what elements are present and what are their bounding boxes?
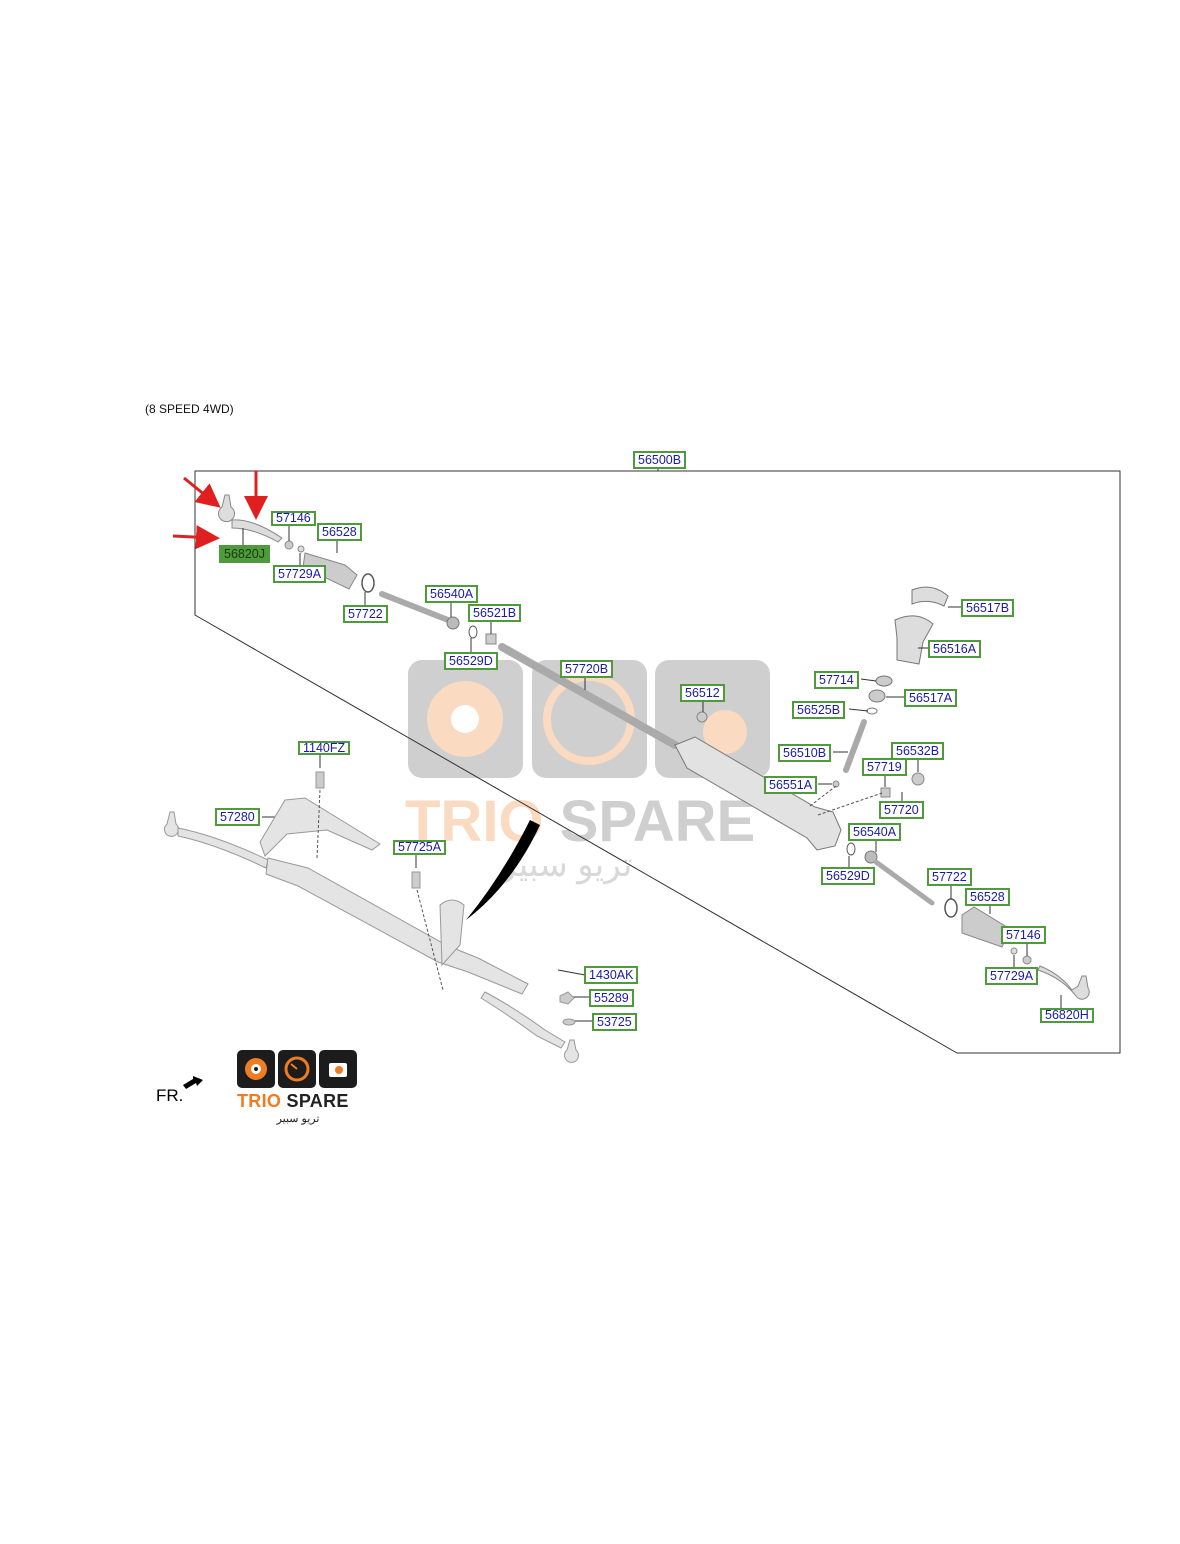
pinion-boot (894, 615, 934, 665)
part-label-56551a[interactable]: 56551A (764, 776, 818, 794)
part-label-56528-right[interactable]: 56528 (965, 888, 1010, 906)
speedometer-icon (278, 1050, 316, 1088)
rack-housing (674, 736, 842, 851)
part-label-57729a[interactable]: 57729A (273, 565, 327, 583)
red-arrow (183, 476, 221, 508)
part-label-53725[interactable]: 53725 (592, 1013, 637, 1031)
brand-logo: TRIO SPARE تريو سبير (237, 1050, 359, 1125)
logo-brand-trio: TRIO (237, 1091, 282, 1111)
part-label-56521b[interactable]: 56521B (468, 604, 522, 622)
rack-bar (498, 643, 679, 749)
tie-rod-end-left (218, 494, 283, 543)
part-label-57280[interactable]: 57280 (215, 808, 260, 826)
part-label-56820h[interactable]: 56820H (1040, 1008, 1094, 1023)
part-label-56516a[interactable]: 56516A (928, 640, 982, 658)
part-label-57146[interactable]: 57146 (271, 511, 316, 526)
pinion-cover (911, 586, 949, 607)
assembled-rack-view (164, 771, 579, 1063)
pinion-shaft (843, 719, 867, 773)
part-label-57729a-right[interactable]: 57729A (985, 967, 1039, 985)
part-label-57714[interactable]: 57714 (814, 671, 859, 689)
part-label-1430ak[interactable]: 1430AK (584, 966, 639, 984)
steering-column-pointer (466, 820, 540, 920)
part-label-57722[interactable]: 57722 (343, 605, 388, 623)
part-label-56512[interactable]: 56512 (680, 684, 725, 702)
part-label-56510b[interactable]: 56510B (778, 744, 832, 762)
part-label-57720b[interactable]: 57720B (560, 660, 614, 678)
assembly-frame (194, 470, 1121, 1054)
part-label-57725a[interactable]: 57725A (393, 840, 447, 855)
part-label-56517b[interactable]: 56517B (961, 599, 1015, 617)
part-label-55289[interactable]: 55289 (589, 989, 634, 1007)
part-label-56528[interactable]: 56528 (317, 523, 362, 541)
part-label-1140fz[interactable]: 1140FZ (298, 741, 351, 755)
part-label-56529d-right[interactable]: 56529D (821, 867, 875, 885)
part-label-56532b[interactable]: 56532B (891, 742, 945, 760)
part-label-56529d[interactable]: 56529D (444, 652, 498, 670)
variant-title: (8 SPEED 4WD) (145, 402, 234, 416)
logo-brand-spare: SPARE (286, 1091, 349, 1111)
inner-tie-rod-left (379, 591, 451, 623)
part-label-56525b[interactable]: 56525B (792, 701, 846, 719)
part-label-56517a[interactable]: 56517A (904, 689, 958, 707)
part-label-57720[interactable]: 57720 (879, 801, 924, 819)
tie-rod-end-right (1037, 965, 1090, 1000)
assembly-label[interactable]: 56500B (633, 451, 687, 469)
part-label-57146-right[interactable]: 57146 (1001, 926, 1046, 944)
brake-disc-icon (237, 1050, 275, 1088)
engine-icon (319, 1050, 357, 1088)
front-direction-label: FR. (156, 1086, 184, 1105)
part-label-56540a-right[interactable]: 56540A (848, 823, 902, 841)
boot-left (302, 552, 358, 590)
heat-shield (259, 797, 381, 857)
part-label-57722-right[interactable]: 57722 (927, 868, 972, 886)
part-label-56820j-selected[interactable]: 56820J (219, 545, 271, 563)
front-arrow-icon (183, 1076, 203, 1089)
part-label-56540a[interactable]: 56540A (425, 585, 479, 603)
part-label-57719[interactable]: 57719 (862, 758, 907, 776)
red-arrow (172, 525, 220, 550)
logo-arabic: تريو سبير (276, 1113, 320, 1125)
